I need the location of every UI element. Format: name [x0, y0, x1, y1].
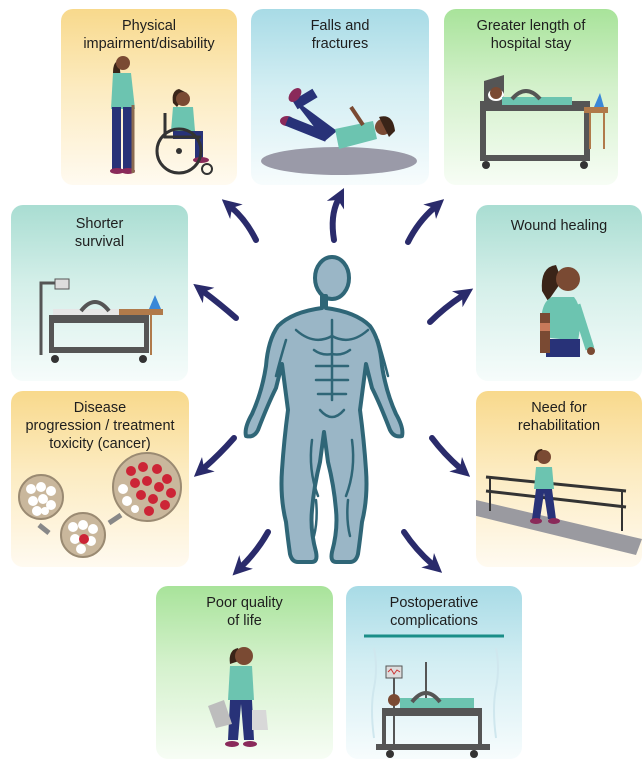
arrow-to-disease-progression	[204, 438, 234, 468]
arrow-to-shorter-survival	[204, 292, 236, 318]
arrow-to-rehabilitation	[432, 438, 460, 468]
arrow-to-hospital-stay	[408, 208, 434, 242]
arrow-to-postoperative	[404, 532, 432, 564]
arrow-to-wound-healing	[430, 296, 462, 322]
arrow-to-quality-of-life	[242, 532, 268, 566]
arrow-to-physical-impairment	[232, 208, 256, 240]
arrow-to-falls	[333, 200, 338, 240]
